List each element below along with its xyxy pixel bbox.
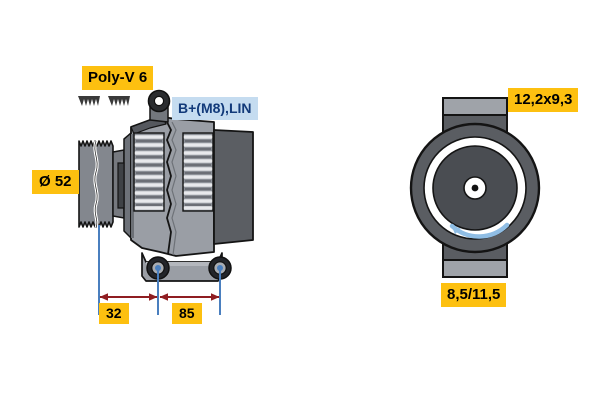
label-dimension-85: 85 — [172, 303, 202, 324]
label-bolt-spec: 12,2x9,3 — [508, 88, 579, 112]
rear-cover — [213, 129, 254, 245]
cooling-fins-secondary — [183, 133, 213, 211]
shaft-center-point — [471, 184, 479, 192]
label-mount-spec: 8,5/11,5 — [441, 283, 507, 307]
dimension-annotations — [98, 225, 221, 315]
alternator-end-view — [409, 97, 541, 278]
label-pulley-diameter: Ø 52 — [32, 170, 79, 194]
label-b-plus-terminal: B+(M8),LIN — [172, 97, 258, 120]
label-dimension-32: 32 — [99, 303, 129, 324]
rotation-direction-arrow — [449, 222, 510, 239]
drive-end-housing — [130, 116, 215, 257]
poly-v-pulley — [78, 140, 125, 229]
alternator-side-view — [78, 89, 254, 282]
cooling-fins — [134, 133, 164, 211]
poly-v-groove-icon — [78, 96, 130, 106]
drive-end-bearing-plate — [117, 132, 132, 239]
label-belt-profile: Poly-V 6 — [82, 66, 154, 90]
b-plus-terminal — [147, 89, 171, 123]
